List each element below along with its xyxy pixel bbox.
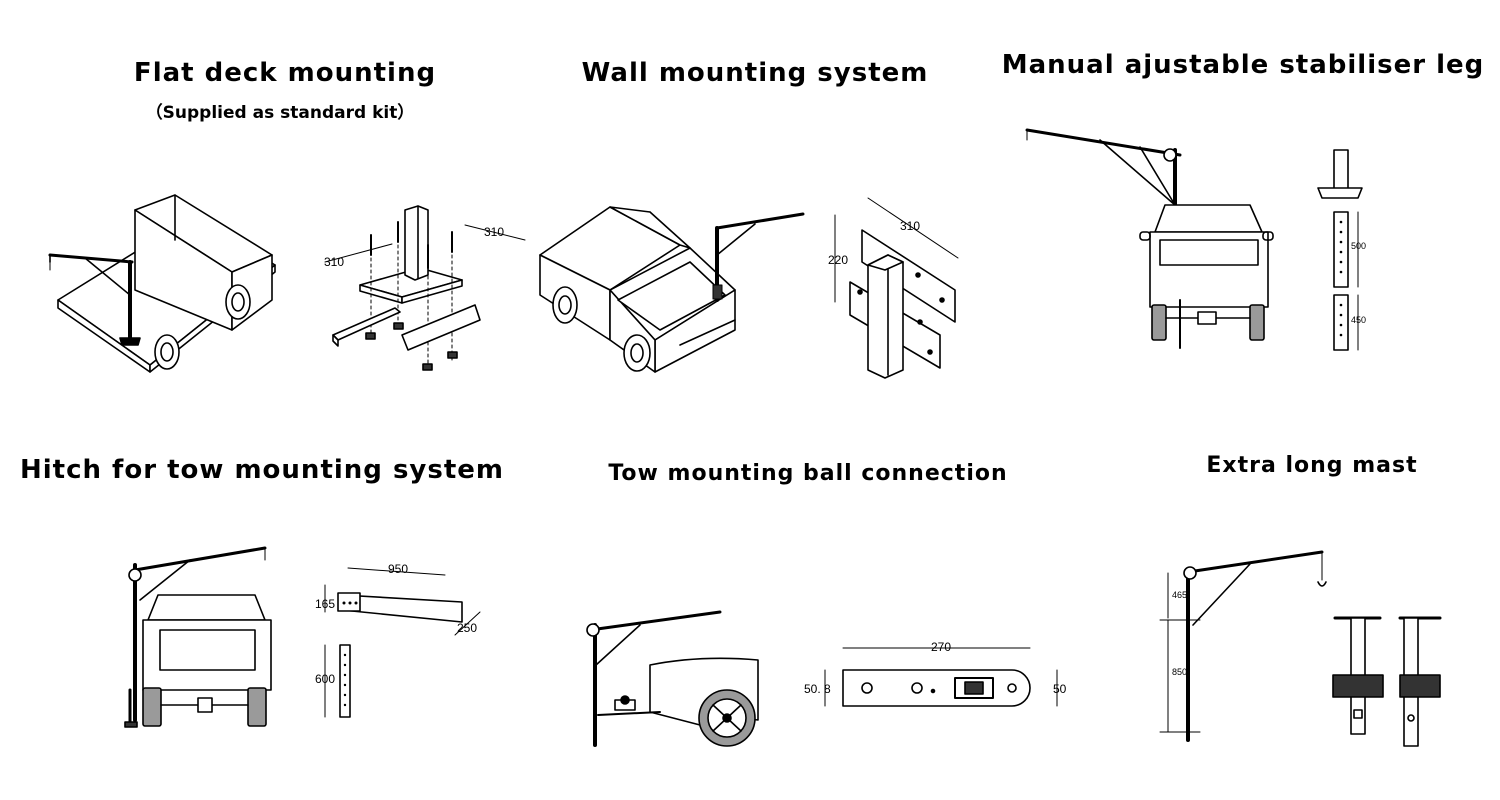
tow-ball-connection-bar — [824, 647, 1058, 707]
dim-hitch-250: 250 — [457, 621, 477, 635]
dim-hitch-950: 950 — [388, 562, 408, 576]
dim-mast-850: 850 — [1172, 667, 1187, 677]
dim-tow-ball-50: 50 — [1053, 682, 1067, 696]
wall-bracket-detail — [834, 197, 959, 379]
title-flat-deck-mounting: Flat deck mounting — [133, 58, 437, 88]
hitch-truck-front-view — [124, 546, 272, 728]
title-extra-long-mast: Extra long mast — [1206, 453, 1418, 478]
extra-long-mast-crane — [1159, 550, 1327, 742]
hitch-bar-parts — [324, 567, 481, 718]
dim-mast-465: 465 — [1172, 590, 1187, 600]
dim-hitch-600: 600 — [315, 672, 335, 686]
dim-stabiliser-450: 450 — [1351, 315, 1366, 325]
title-hitch-tow-mounting: Hitch for tow mounting system — [19, 455, 505, 485]
dim-wall-310: 310 — [900, 219, 920, 233]
title-stabiliser-leg: Manual ajustable stabiliser leg — [1001, 50, 1485, 80]
flat-deck-vehicle — [48, 194, 276, 373]
dim-stabiliser-500: 500 — [1351, 241, 1366, 251]
dim-flat-deck-310-b: 310 — [324, 255, 344, 269]
flat-deck-base-plate-kit — [324, 205, 526, 371]
dim-tow-ball-270: 270 — [931, 640, 951, 654]
dim-tow-ball-50-8: 50. 8 — [804, 682, 831, 696]
dim-flat-deck-310-a: 310 — [484, 225, 504, 239]
dim-wall-220: 220 — [828, 253, 848, 267]
subtitle-standard-kit: （Supplied as standard kit） — [145, 103, 415, 123]
tow-ball-trailer-side-view — [586, 610, 759, 747]
extra-long-mast-posts — [1332, 616, 1442, 747]
wall-mount-vehicle — [539, 206, 805, 373]
stabiliser-truck-rear-view — [1025, 128, 1274, 349]
dim-hitch-165: 165 — [315, 597, 335, 611]
stabiliser-leg-parts — [1317, 149, 1363, 351]
title-wall-mounting-system: Wall mounting system — [581, 58, 929, 88]
title-tow-ball-connection: Tow mounting ball connection — [608, 461, 1008, 486]
